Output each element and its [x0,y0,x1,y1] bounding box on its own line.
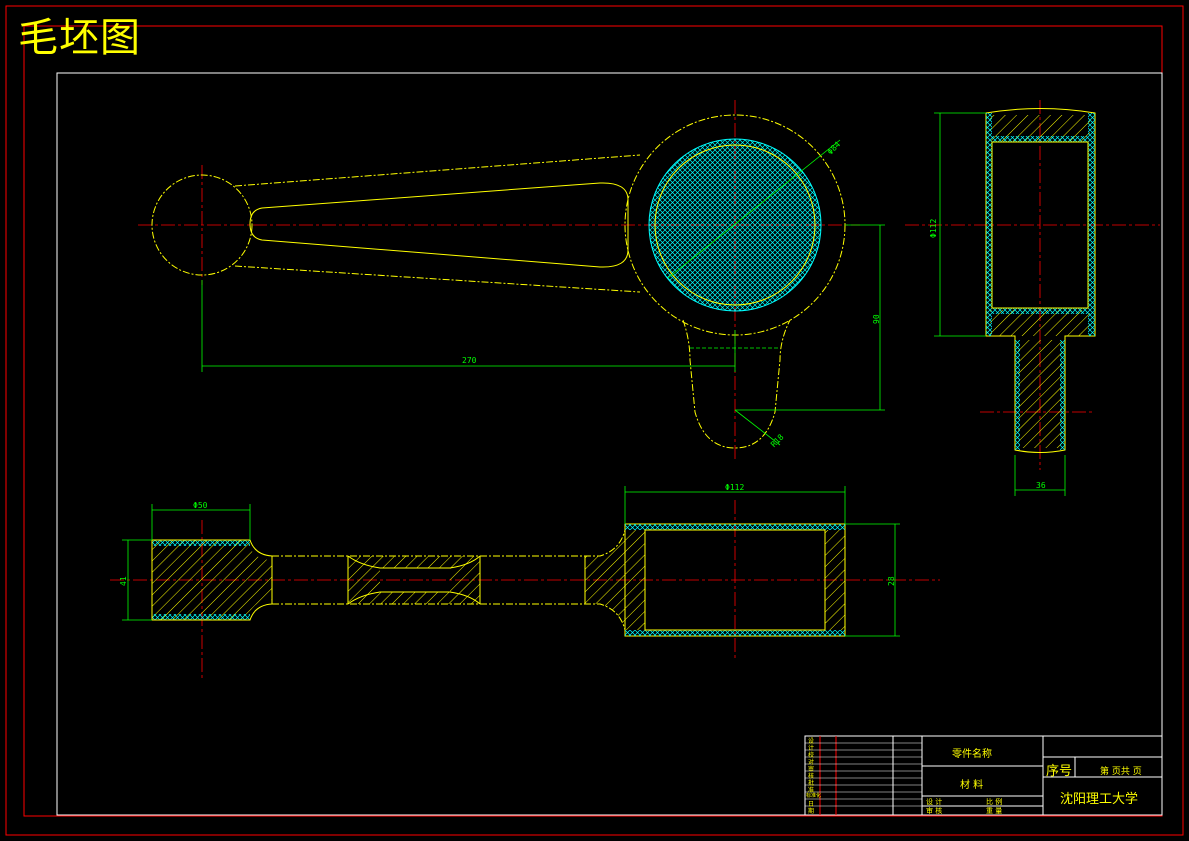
dim-side-height: Φ112 [929,219,938,238]
dim-big-end-width: Φ112 [725,483,744,492]
row-label: 审 [808,766,815,773]
approve-label-review: 审 核 [926,807,943,815]
row-label: 计 [808,745,815,752]
approve-label-scale: 比 例 [986,798,1003,806]
dim-center-distance: 270 [462,356,477,365]
outer-border [5,5,1184,836]
part-name-label: 零件名称 [952,749,992,760]
row-label: 核 [808,773,815,780]
title-block-frame [804,735,1163,816]
row-label: 准 [808,787,815,794]
section-view [110,486,940,680]
drawing-title: 毛坯图 [18,15,141,61]
row-label: 标准化 [806,793,822,799]
row-label: 校 [808,752,815,759]
row-label: 日 [808,801,815,808]
side-view [905,100,1160,496]
material-label: 材 料 [960,780,984,791]
drawing-frame [56,72,1163,816]
serial-label: 序号 [1046,764,1073,779]
dim-bore-dia: Φ84 [826,140,843,157]
approve-label-weight: 重 量 [986,807,1003,815]
dim-big-end-height: 28 [887,576,896,586]
dim-small-end-height: 41 [119,576,128,586]
row-label: 期 [808,808,815,815]
approve-label-design: 设 计 [926,798,943,806]
row-label: 设 [808,738,815,745]
school-name: 沈阳理工大学 [1060,792,1139,807]
row-label: 批 [808,780,815,787]
dim-boss-radius: R18 [769,432,786,449]
front-view [138,100,885,460]
dim-boss-height: 90 [872,314,881,324]
dim-small-end-dia: Φ50 [193,501,208,510]
row-label: 对 [808,759,815,766]
sheet-info: 第 页共 页 [1100,767,1142,777]
dim-shank-width: 36 [1036,481,1046,490]
